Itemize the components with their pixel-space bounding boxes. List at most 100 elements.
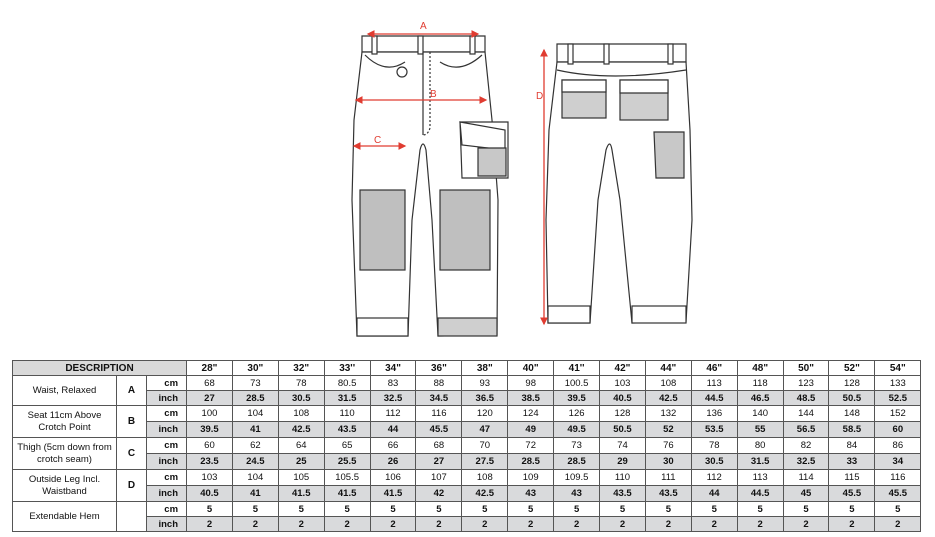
measurement-value: 110 bbox=[323, 405, 371, 422]
measurement-value: 55 bbox=[736, 421, 784, 438]
size-header: 46" bbox=[690, 360, 738, 376]
measurement-value: 5 bbox=[277, 501, 325, 517]
measurement-value: 25.5 bbox=[323, 453, 371, 470]
measurement-value: 2 bbox=[461, 516, 509, 532]
measurement-value: 93 bbox=[461, 375, 509, 391]
measurement-value: 58.5 bbox=[828, 421, 876, 438]
measurement-value: 112 bbox=[690, 469, 738, 486]
measurement-value: 5 bbox=[782, 501, 830, 517]
measurement-value: 42.5 bbox=[461, 485, 509, 502]
measurement-value: 2 bbox=[507, 516, 555, 532]
label-d: D bbox=[536, 91, 543, 102]
size-header-row: DESCRIPTION 28" 30" 32" 33'' 34" 36" 38"… bbox=[11, 360, 922, 376]
measurement-value: 44.5 bbox=[736, 485, 784, 502]
size-header: 34" bbox=[369, 360, 417, 376]
measurement-value: 42.5 bbox=[277, 421, 325, 438]
size-header: 48" bbox=[736, 360, 784, 376]
measurement-value: 5 bbox=[874, 501, 922, 517]
measurement-value: 123 bbox=[782, 375, 830, 391]
measurement-value: 68 bbox=[186, 375, 233, 391]
measurement-value: 44.5 bbox=[690, 390, 738, 406]
measurement-value: 38.5 bbox=[507, 390, 555, 406]
measurement-value: 28.5 bbox=[553, 453, 601, 470]
measurement-value: 116 bbox=[415, 405, 463, 422]
measurement-value: 112 bbox=[369, 405, 417, 422]
measurement-description: Extendable Hem bbox=[12, 501, 117, 532]
measurement-description: Outside Leg Incl. Waistband bbox=[12, 469, 117, 502]
measurement-value: 2 bbox=[186, 516, 233, 532]
measurement-value: 43.5 bbox=[644, 485, 692, 502]
unit-label: cm bbox=[145, 469, 188, 486]
measurement-value: 108 bbox=[277, 405, 325, 422]
measurement-value: 104 bbox=[231, 405, 279, 422]
measurement-value: 27.5 bbox=[461, 453, 509, 470]
measurement-value: 34.5 bbox=[415, 390, 463, 406]
measurement-value: 104 bbox=[231, 469, 279, 486]
measurement-value: 2 bbox=[874, 516, 922, 532]
measurement-value: 78 bbox=[277, 375, 325, 391]
measurement-value: 2 bbox=[415, 516, 463, 532]
measurement-value: 43 bbox=[553, 485, 601, 502]
label-c: C bbox=[374, 135, 381, 146]
size-header: 28" bbox=[186, 360, 233, 376]
measurement-value: 32.5 bbox=[782, 453, 830, 470]
measurement-value: 28.5 bbox=[231, 390, 279, 406]
measurement-value: 66 bbox=[369, 437, 417, 454]
measurement-value: 128 bbox=[599, 405, 646, 422]
measurement-value: 2 bbox=[323, 516, 371, 532]
measurement-value: 30.5 bbox=[277, 390, 325, 406]
measurement-value: 2 bbox=[828, 516, 876, 532]
measurement-value: 28.5 bbox=[507, 453, 555, 470]
measurement-value: 2 bbox=[553, 516, 601, 532]
measurement-value: 60 bbox=[186, 437, 233, 454]
measurement-value: 47 bbox=[461, 421, 509, 438]
measurement-value: 5 bbox=[186, 501, 233, 517]
measurement-value: 2 bbox=[277, 516, 325, 532]
front-trousers-drawing bbox=[351, 35, 509, 337]
measurement-value: 88 bbox=[415, 375, 463, 391]
measurement-value: 41.5 bbox=[323, 485, 371, 502]
measurement-description: Waist, Relaxed bbox=[12, 375, 117, 406]
measurement-value: 27 bbox=[415, 453, 463, 470]
measurement-value: 105 bbox=[277, 469, 325, 486]
measurement-value: 30.5 bbox=[690, 453, 738, 470]
label-b: B bbox=[430, 89, 437, 100]
measurement-value: 133 bbox=[874, 375, 922, 391]
measurement-value: 2 bbox=[599, 516, 646, 532]
description-header: DESCRIPTION bbox=[11, 360, 188, 376]
measurement-value: 86 bbox=[874, 437, 922, 454]
measurement-description: Thigh (5cm down from crotch seam) bbox=[12, 437, 117, 470]
measurement-value: 140 bbox=[736, 405, 784, 422]
measurement-value: 80.5 bbox=[323, 375, 371, 391]
measurement-value: 39.5 bbox=[186, 421, 233, 438]
unit-label: inch bbox=[145, 485, 188, 502]
size-header: 36" bbox=[415, 360, 463, 376]
measurement-value: 84 bbox=[828, 437, 876, 454]
measurement-value: 52 bbox=[644, 421, 692, 438]
measurement-value: 41 bbox=[231, 421, 279, 438]
measurement-value: 62 bbox=[231, 437, 279, 454]
measurement-value: 72 bbox=[507, 437, 555, 454]
size-header: 50" bbox=[782, 360, 830, 376]
size-header: 32" bbox=[277, 360, 325, 376]
measurement-value: 29 bbox=[599, 453, 646, 470]
measurement-value: 50.5 bbox=[828, 390, 876, 406]
measurement-value: 82 bbox=[782, 437, 830, 454]
measurement-value: 65 bbox=[323, 437, 371, 454]
measurement-value: 78 bbox=[690, 437, 738, 454]
measurement-value: 110 bbox=[599, 469, 646, 486]
measurement-value: 2 bbox=[736, 516, 784, 532]
measurement-value: 111 bbox=[644, 469, 692, 486]
measurement-value: 113 bbox=[736, 469, 784, 486]
size-header: 52" bbox=[828, 360, 876, 376]
measurement-value: 31.5 bbox=[736, 453, 784, 470]
measurement-value: 32.5 bbox=[369, 390, 417, 406]
measurement-value: 108 bbox=[644, 375, 692, 391]
size-header: 41'' bbox=[553, 360, 601, 376]
measurement-letter bbox=[116, 501, 147, 532]
size-header: 33'' bbox=[323, 360, 371, 376]
measurement-value: 56.5 bbox=[782, 421, 830, 438]
